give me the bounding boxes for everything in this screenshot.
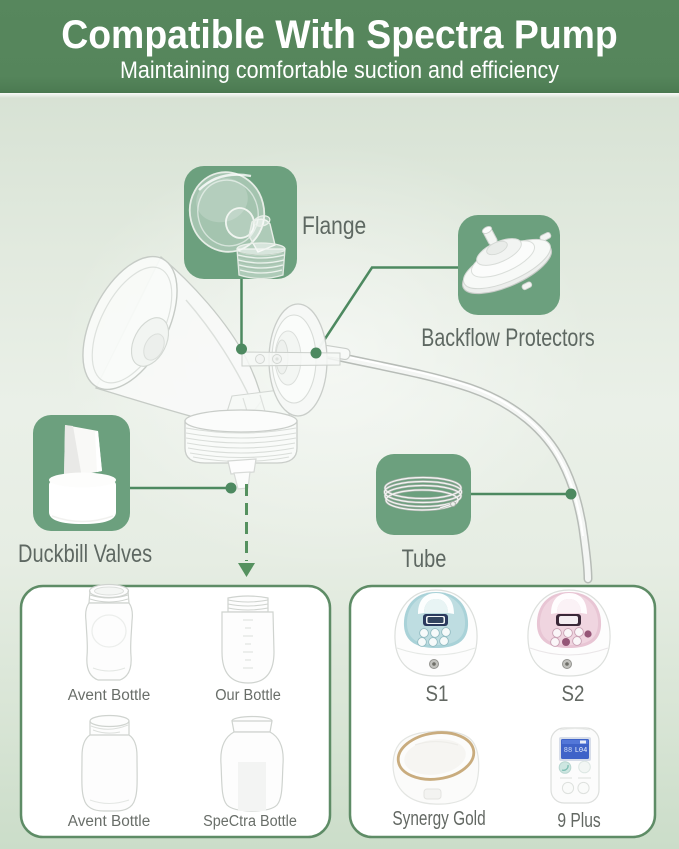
svg-text:88: 88 — [564, 747, 572, 755]
svg-text:L04: L04 — [575, 747, 588, 755]
